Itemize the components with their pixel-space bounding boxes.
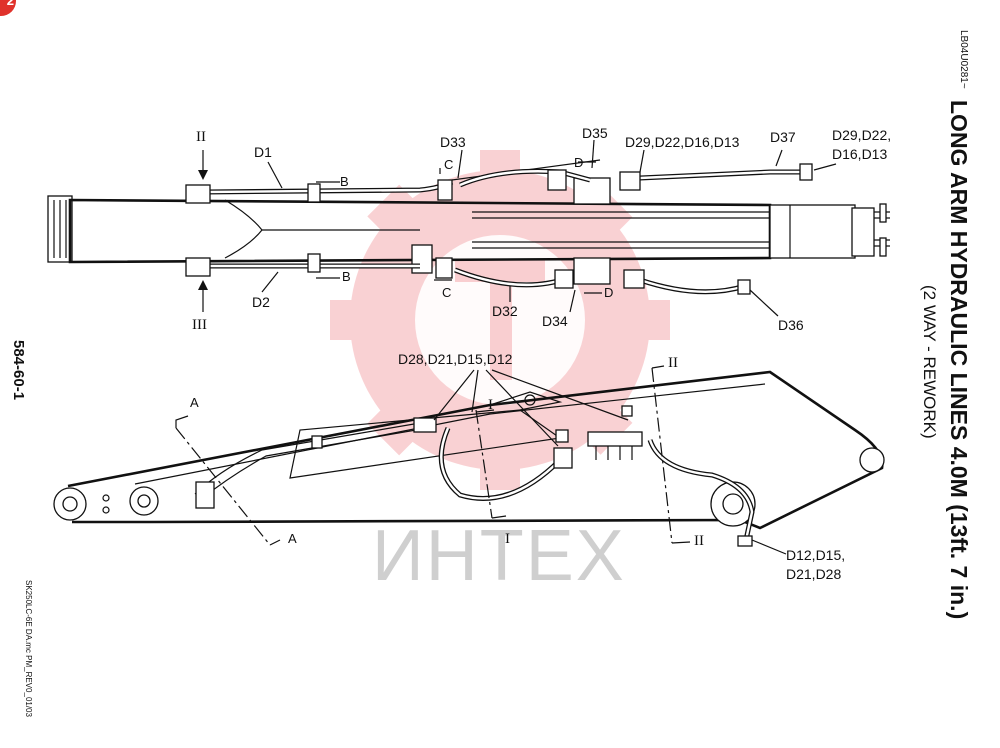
section-ii-top: II	[668, 355, 678, 371]
callout-d1: D1	[254, 144, 272, 160]
section-b-top: B	[340, 174, 349, 189]
section-c-top: C	[444, 157, 454, 172]
callout-d28-group: D28,D21,D15,D12	[398, 351, 513, 367]
top-view-lower-hoses	[185, 253, 751, 295]
side-view-hoses	[194, 405, 755, 547]
section-i-bottom: I	[505, 531, 510, 547]
callout-d29-top: D29,D22,D16,D13	[625, 134, 740, 150]
callout-d29-right-line1: D29,D22,	[832, 127, 892, 143]
section-d-bottom: D	[604, 285, 614, 300]
page-number: 584-60-1	[10, 340, 27, 401]
callout-d12-group-line2: D21,D28	[786, 566, 842, 582]
section-c-bottom: C	[442, 285, 452, 300]
callout-d34: D34	[542, 313, 568, 329]
callout-d35: D35	[582, 125, 608, 141]
callout-d33: D33	[440, 134, 466, 150]
section-a-top: A	[190, 395, 199, 410]
callout-d36: D36	[778, 317, 804, 333]
callout-d12-group-line1: D12,D15,	[786, 547, 846, 563]
page-corner-badge: 2	[0, 0, 16, 16]
top-view-upper-hoses	[185, 159, 813, 204]
callout-d37: D37	[770, 129, 796, 145]
callout-d2: D2	[252, 294, 270, 310]
watermark-text: ИНТЕХ	[372, 516, 626, 596]
section-ii-bottom: II	[694, 533, 704, 549]
side-view-arm	[53, 370, 885, 530]
side-view-leaders	[175, 365, 787, 555]
drawing-title: LONG ARM HYDRAULIC LINES 4.0M (13ft. 7 i…	[946, 100, 972, 620]
callout-d29-right-line2: D16,D13	[832, 146, 888, 162]
document-code: LB04U0281~	[958, 30, 969, 89]
footer-reference: SK250LC-6E DA.mc PM_REV0_01/03	[24, 580, 33, 717]
top-view-leaders	[198, 139, 837, 317]
section-i-top: I	[488, 397, 493, 413]
top-view-arm	[47, 177, 890, 285]
section-b-bottom: B	[342, 269, 351, 284]
view-iii-marker: III	[192, 317, 207, 333]
drawing-subtitle: (2 WAY - REWORK)	[920, 285, 939, 439]
view-ii-marker: II	[196, 129, 206, 145]
section-d-top: D	[574, 155, 584, 170]
callout-d32: D32	[492, 303, 518, 319]
section-a-bottom: A	[288, 531, 297, 546]
